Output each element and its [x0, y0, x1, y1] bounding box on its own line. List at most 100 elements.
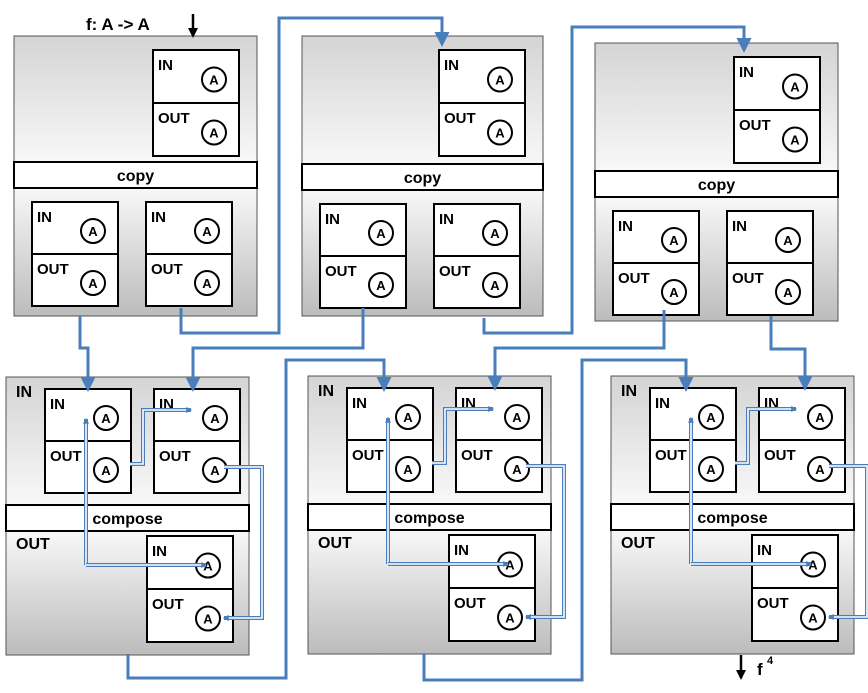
compose-1-output-object-out-circle	[195, 605, 221, 632]
compose-3-input-object-2-in-type-label: A	[815, 410, 825, 425]
compose-2-input-object-1-in-label: IN	[352, 395, 367, 412]
compose-3-input-object-1-out-label: OUT	[655, 447, 687, 464]
copy-2-input-object-out-circle	[487, 119, 513, 146]
compose-2-input-object-1-in-type-label: A	[403, 410, 413, 425]
copy-1-output-object-2-out-circle	[194, 270, 220, 296]
compose-1-input-object-1-out-circle	[93, 457, 119, 483]
compose-2-input-object-1-in-circle	[395, 404, 421, 430]
compose-3-input-object-2-in-circle	[807, 404, 833, 430]
copy-2-output-object-1-in-type-label: A	[376, 226, 386, 241]
wire-copy3-to-compose3-b	[769, 316, 813, 391]
copy-1-input-object-in-circle	[201, 66, 227, 93]
compose-2-output-object-out-type-label: A	[505, 611, 515, 626]
copy-1-output-object-1-out-label: OUT	[37, 261, 69, 278]
copy-1-output-object-1-out-circle	[80, 270, 106, 296]
compose-3-output-object-in-label: IN	[757, 542, 772, 559]
compose-3-out-wire-inner	[829, 465, 868, 618]
wire-copy2-to-compose1-b	[185, 308, 365, 392]
copy-2-input-object-in-circle	[487, 66, 513, 93]
copy-1-output-object-1-in-label: IN	[37, 209, 52, 226]
copy-2-input-object-out-label: OUT	[444, 110, 476, 127]
compose-2-output-object-in-label: IN	[454, 542, 469, 559]
result-label: f	[757, 660, 763, 679]
copy-1-output-object-1-in-type-label: A	[88, 224, 98, 239]
copy-3-input-object-out-type-label: A	[790, 133, 800, 148]
compose-1-output-object-in-type-label: A	[203, 559, 213, 574]
compose-3-out-label: OUT	[621, 535, 655, 552]
copy-2-output-object-1-out-circle	[368, 272, 394, 298]
compose-2-out-wire-inner	[526, 465, 565, 618]
compose-2-input-object-2-in-type-label: A	[512, 410, 522, 425]
compose-1-chain-wire-inner	[130, 409, 191, 465]
compose-1-input-object-1-out-type-label: A	[101, 463, 111, 478]
compose-2-input-object-1-out-type-label: A	[403, 462, 413, 477]
compose-2-label: compose	[394, 510, 464, 527]
copy-1-input-object-out-type-label: A	[209, 126, 219, 141]
copy-1-label: copy	[117, 168, 154, 185]
copy-1-input-object-in-type-label: A	[209, 73, 219, 88]
compose-3-bar	[610, 503, 855, 531]
copy-3-output-object-2-in-circle	[775, 227, 801, 253]
compose-2-output-object-out-circle	[497, 604, 523, 631]
copy-1-output-object-2-in-type-label: A	[202, 224, 212, 239]
compose-1-output-object-out-label: OUT	[152, 596, 184, 613]
copy-3-output-object-1-out-label: OUT	[618, 270, 650, 287]
copy-2-output-object-2-in-type-label: A	[490, 226, 500, 241]
compose-2-input-object-2-out-label: OUT	[461, 447, 493, 464]
compose-3-label: compose	[697, 510, 767, 527]
compose-3-input-object-2-out-type-label: A	[815, 462, 825, 477]
compose-1-input-object-1-in-circle	[93, 405, 119, 431]
copy-2-input-object-in-type-label: A	[495, 73, 505, 88]
compose-2-in-label: IN	[318, 383, 334, 400]
compose-3-chain-wire-inner	[735, 408, 796, 464]
compose-1-bar	[5, 504, 250, 532]
compose-2-out-label: OUT	[318, 535, 352, 552]
copy-1-bar	[13, 161, 258, 189]
compose-1-in-label: IN	[16, 384, 32, 401]
compose-1-input-object-2-out-circle	[202, 457, 228, 483]
copy-2-output-object-1-in-circle	[368, 220, 394, 246]
result-exponent: 4	[767, 655, 774, 667]
compose-1-input-object-2-out-label: OUT	[159, 448, 191, 465]
compose-2-input-object-2-in-circle	[504, 404, 530, 430]
copy-1-output-object-2-out-type-label: A	[202, 276, 212, 291]
wire-copy2-to-copy3	[482, 25, 752, 335]
compose-1-output-object-in-label: IN	[152, 543, 167, 560]
function-label: f: A -> A	[86, 15, 150, 34]
wire-copy1-to-copy2	[179, 16, 450, 335]
compose-3-input-object-2-out-label: OUT	[764, 447, 796, 464]
compose-2-input-object-2-out-type-label: A	[512, 462, 522, 477]
compose-2-input-object-1-out-circle	[395, 456, 421, 482]
copy-3-output-object-2-out-circle	[775, 279, 801, 305]
compose-1-input-object-1-in-type-label: A	[101, 411, 111, 426]
wire-copy1-to-compose1-a	[78, 316, 96, 392]
copy-3-label: copy	[698, 177, 735, 194]
compose-3-output-object-out-type-label: A	[808, 611, 818, 626]
compose-1-input-object-2-in-circle	[202, 405, 228, 431]
copy-2-bar	[301, 163, 544, 191]
compose-3-output-object-out-circle	[800, 604, 826, 631]
compose-1-out-wire-inner	[224, 466, 263, 619]
copy-2-output-object-2-out-label: OUT	[439, 263, 471, 280]
copy-3-input-object-in-circle	[782, 73, 808, 100]
copy-1-input-object-out-circle	[201, 119, 227, 146]
compose-2-chain-wire-inner	[432, 408, 493, 464]
wires-layer	[78, 14, 868, 682]
copy-3-output-object-2-out-label: OUT	[732, 270, 764, 287]
compose-1-out-label: OUT	[16, 536, 50, 553]
copy-3-output-object-1-in-label: IN	[618, 218, 633, 235]
